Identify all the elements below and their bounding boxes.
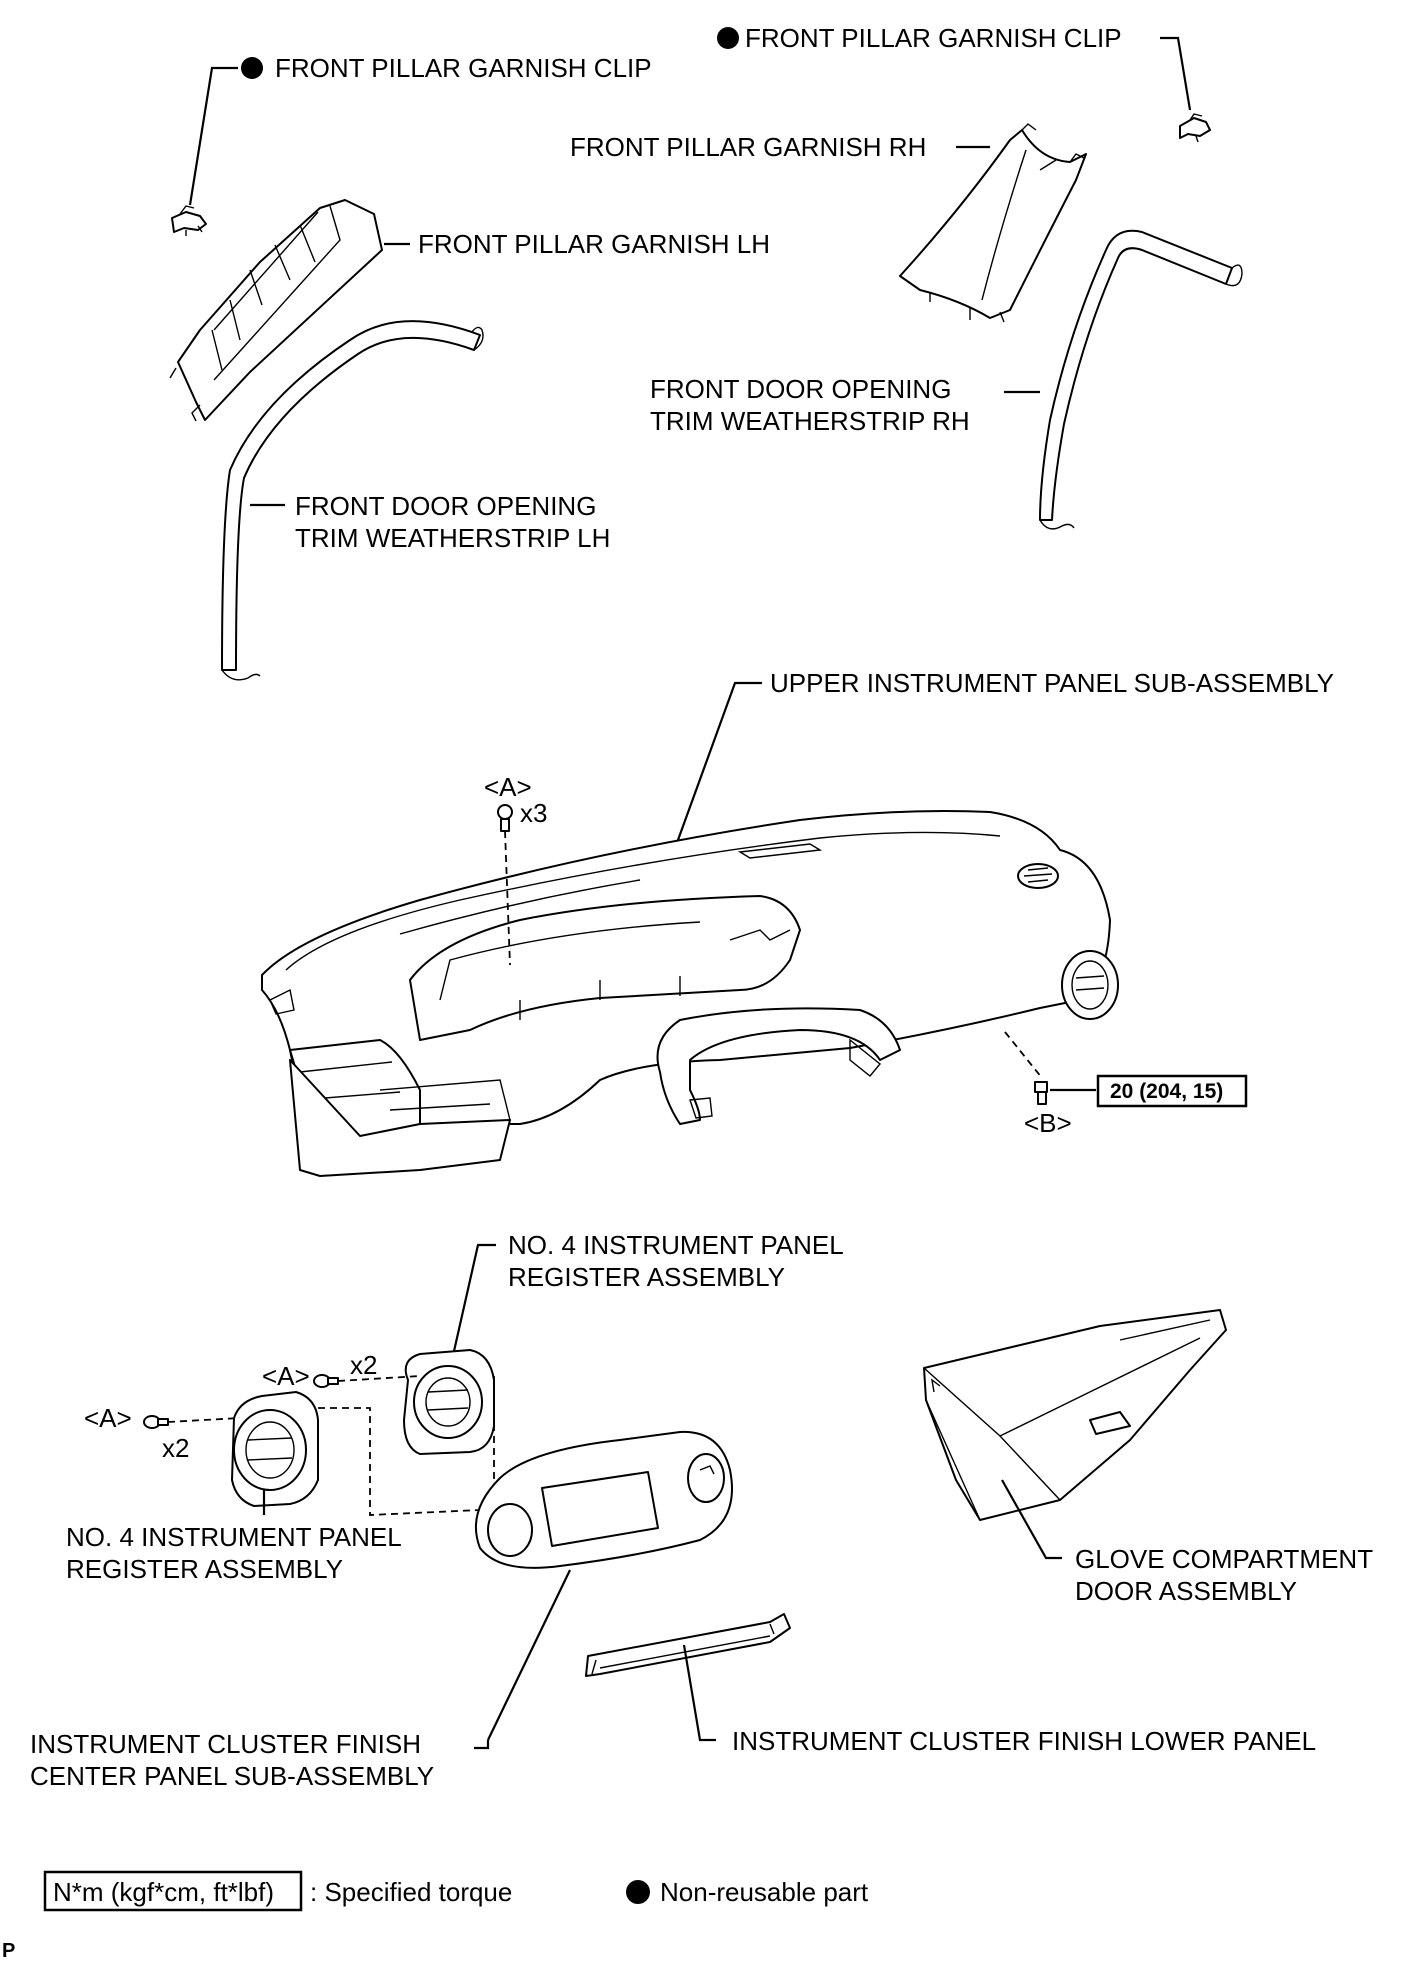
label-register-upper: NO. 4 INSTRUMENT PANEL REGISTER ASSEMBLY [508, 1230, 850, 1292]
leader-clip-lh [188, 66, 238, 206]
non-reusable-icon [241, 57, 263, 79]
fastener-a-top-label: <A> [484, 772, 532, 802]
register-lower-part [231, 1391, 319, 1507]
glove-compartment-door-part [923, 1309, 1227, 1521]
label-front-pillar-garnish-rh: FRONT PILLAR GARNISH RH [570, 132, 926, 162]
install-line-register-upper [493, 1376, 641, 1479]
upper-instrument-panel-part [261, 810, 1119, 1177]
lower-panel-part [585, 1613, 791, 1677]
label-front-pillar-garnish-lh: FRONT PILLAR GARNISH LH [418, 229, 770, 259]
screw-a-left [143, 1415, 169, 1429]
leader-center-panel [487, 1569, 571, 1741]
front-door-opening-trim-weatherstrip-rh-part [1039, 229, 1243, 530]
label-lower-panel: INSTRUMENT CLUSTER FINISH LOWER PANEL [732, 1726, 1316, 1756]
label-glove-compartment-door: GLOVE COMPARTMENT DOOR ASSEMBLY [1075, 1544, 1380, 1606]
corner-mark: P [2, 1940, 15, 1962]
legend-non-reusable-icon [626, 1880, 650, 1904]
install-line-a-left [167, 1417, 241, 1423]
fastener-b-label: <B> [1024, 1108, 1072, 1138]
install-line-register-lower [318, 1407, 481, 1516]
legend-torque-unit: N*m (kgf*cm, ft*lbf) [53, 1877, 274, 1907]
clip-lh-part [171, 205, 207, 236]
fastener-a-mid-label: <A> [262, 1361, 310, 1391]
non-reusable-icon [717, 27, 739, 49]
legend-non-reusable-text: Non-reusable part [660, 1877, 869, 1907]
screw-a-mid [313, 1374, 339, 1388]
clip-rh-part [1179, 113, 1211, 143]
bolt-b [1034, 1081, 1048, 1105]
leader-lower-panel [682, 1644, 716, 1742]
fastener-a-left-count: x2 [162, 1433, 189, 1463]
front-pillar-garnish-lh-part [169, 199, 383, 422]
label-upper-instrument-panel: UPPER INSTRUMENT PANEL SUB-ASSEMBLY [770, 668, 1334, 698]
leader-clip-rh [1160, 36, 1192, 111]
fastener-a-top-count: x3 [520, 798, 547, 828]
leader-glove [1001, 1479, 1062, 1560]
label-front-door-opening-trim-weatherstrip-lh: FRONT DOOR OPENING TRIM WEATHERSTRIP LH [295, 491, 610, 553]
front-pillar-garnish-rh-part [899, 123, 1087, 323]
fastener-a-mid-count: x2 [350, 1350, 377, 1380]
bolt-a-top [497, 804, 513, 832]
register-upper-part [403, 1349, 495, 1455]
legend-torque-text: : Specified torque [310, 1877, 512, 1907]
install-line-a-top [504, 830, 511, 966]
leader-register-upper [450, 1243, 496, 1361]
label-center-panel: INSTRUMENT CLUSTER FINISH CENTER PANEL S… [30, 1729, 434, 1791]
leader-center-panel-end [474, 1740, 490, 1750]
label-front-pillar-garnish-clip-lh: FRONT PILLAR GARNISH CLIP [275, 53, 652, 83]
torque-value-b: 20 (204, 15) [1110, 1080, 1223, 1103]
torque-box-b [1096, 1074, 1248, 1108]
install-line-b [1004, 1031, 1043, 1079]
fastener-a-left-label: <A> [84, 1403, 132, 1433]
label-front-pillar-garnish-clip-rh: FRONT PILLAR GARNISH CLIP [745, 23, 1122, 53]
label-register-lower: NO. 4 INSTRUMENT PANEL REGISTER ASSEMBLY [66, 1522, 408, 1584]
leader-upper-panel [676, 681, 762, 841]
center-panel-part [474, 1430, 733, 1569]
label-front-door-opening-trim-weatherstrip-rh: FRONT DOOR OPENING TRIM WEATHERSTRIP RH [650, 374, 970, 436]
legend-torque-box [43, 1870, 303, 1912]
front-door-opening-trim-weatherstrip-lh-part [221, 320, 484, 681]
install-line-a-mid [337, 1375, 421, 1382]
